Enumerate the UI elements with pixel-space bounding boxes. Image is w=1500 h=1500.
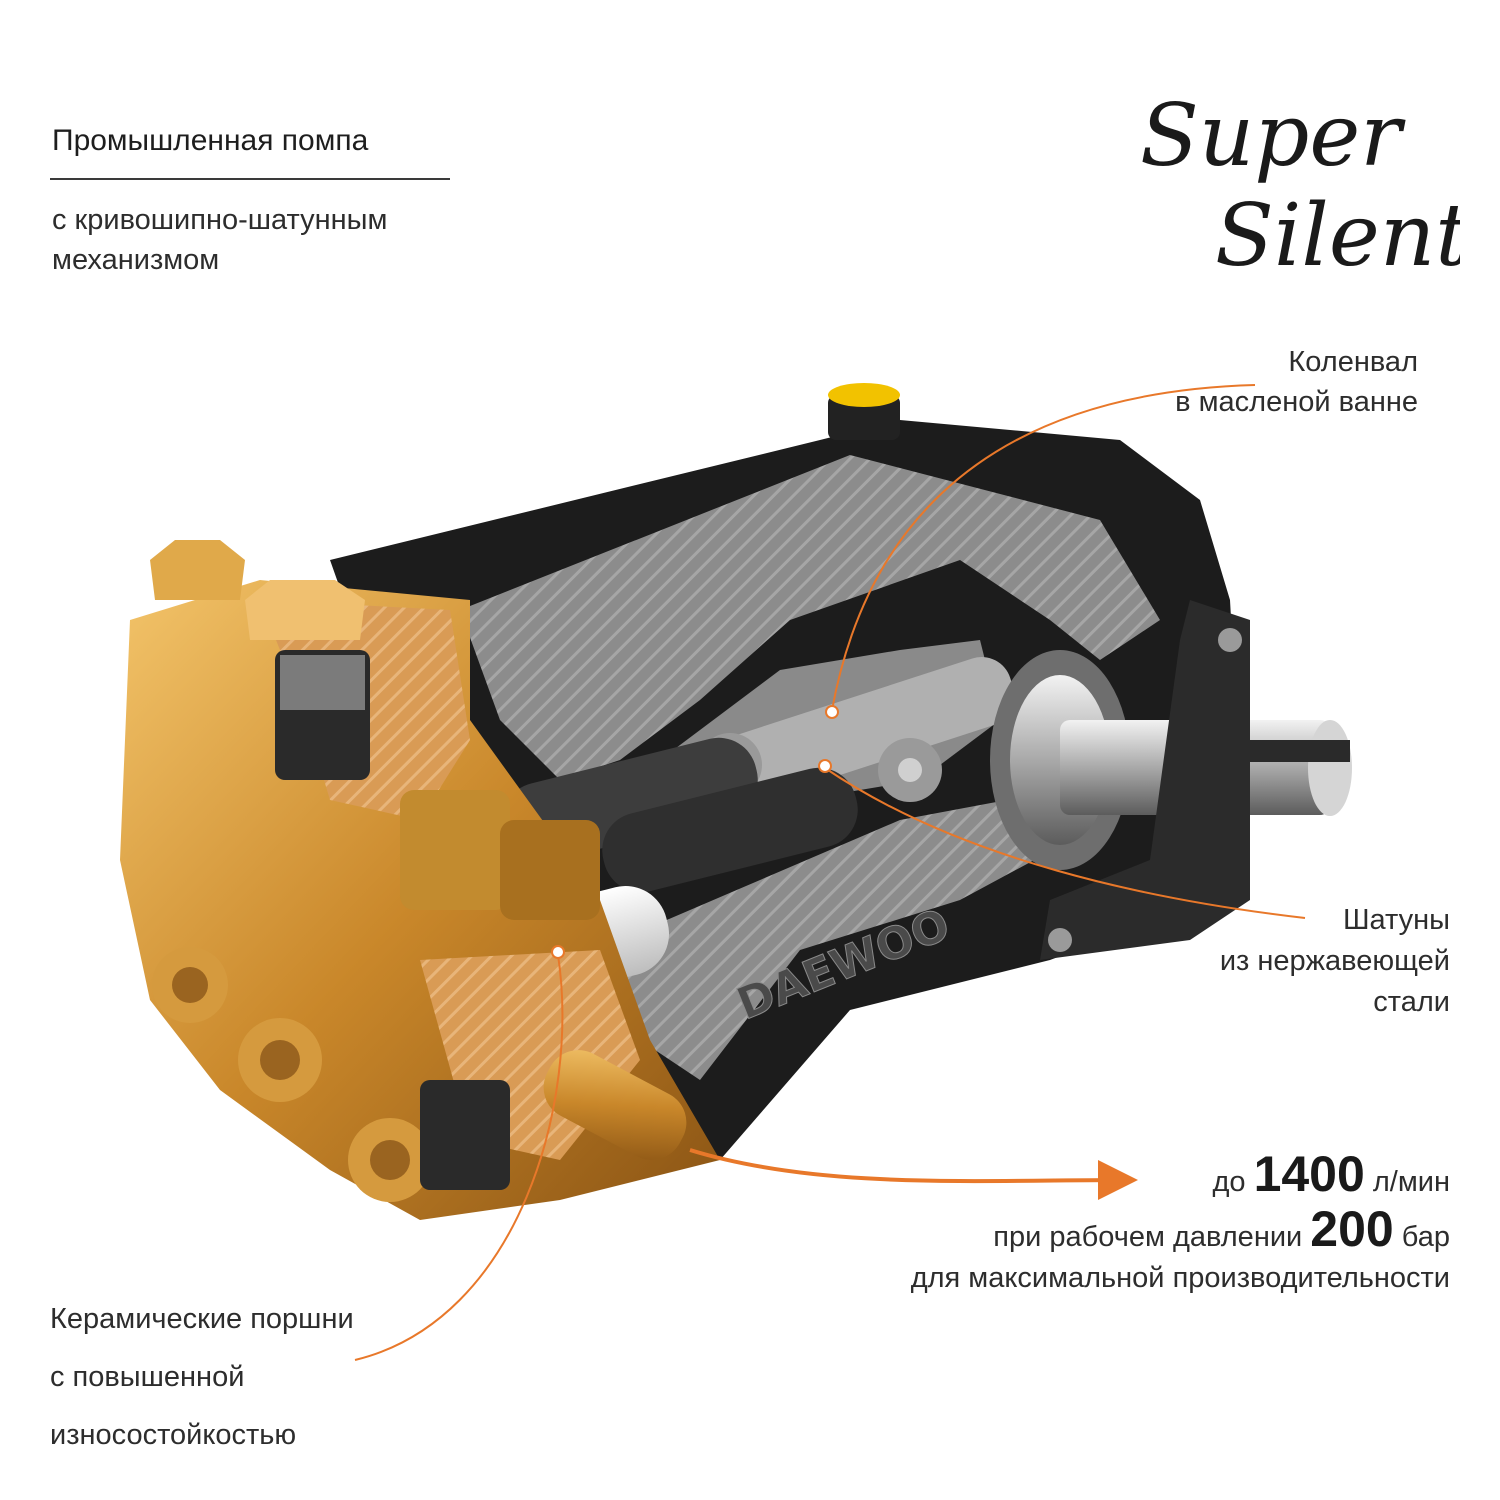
logo-line-silent: Silent bbox=[1215, 186, 1460, 286]
callout-line: Коленвал bbox=[1288, 346, 1418, 378]
callout-connecting-rods: Шатуны из нержавеющей стали bbox=[1220, 900, 1450, 1023]
callout-line: Керамические поршни bbox=[50, 1303, 354, 1335]
callout-line: стали bbox=[1373, 986, 1450, 1018]
spec-purpose: для максимальной производительности bbox=[910, 1262, 1450, 1294]
subtitle-line: механизмом bbox=[52, 244, 220, 276]
callout-line: из нержавеющей bbox=[1219, 945, 1450, 977]
crankshaft-leader-line bbox=[831, 384, 1256, 711]
title-divider bbox=[50, 178, 450, 180]
pistons-leader-line bbox=[354, 954, 564, 1361]
flow-value: 1400 bbox=[1253, 1146, 1365, 1202]
spec-flow: до 1400 л/мин bbox=[1212, 1145, 1450, 1203]
flow-arrow bbox=[689, 1148, 1138, 1201]
spec-pressure: при рабочем давлении 200 бар bbox=[993, 1200, 1450, 1258]
subtitle-line: с кривошипно-шатунным bbox=[52, 204, 388, 236]
flow-unit: л/мин bbox=[1372, 1166, 1450, 1198]
callout-line: с повышенной bbox=[50, 1361, 245, 1393]
pressure-value: 200 bbox=[1310, 1201, 1394, 1257]
logo-line-super: Super bbox=[1140, 86, 1406, 186]
page-subtitle: с кривошипно-шатунным механизмом bbox=[52, 200, 387, 280]
super-silent-script-logo: Super Silent bbox=[1140, 86, 1460, 286]
page-title: Промышленная помпа bbox=[52, 124, 369, 157]
callout-line: Шатуны bbox=[1342, 904, 1450, 936]
flow-prefix: до bbox=[1212, 1166, 1246, 1198]
callout-ceramic-pistons: Керамические поршни с повышенной износос… bbox=[50, 1290, 354, 1464]
rods-leader-line bbox=[824, 767, 1306, 919]
pressure-prefix: при рабочем давлении bbox=[993, 1221, 1303, 1253]
callout-crankshaft: Коленвал в масленой ванне bbox=[1175, 342, 1418, 422]
callout-line: износостойкостью bbox=[50, 1419, 297, 1451]
callout-line: в масленой ванне bbox=[1175, 386, 1418, 418]
pressure-unit: бар bbox=[1401, 1221, 1450, 1253]
